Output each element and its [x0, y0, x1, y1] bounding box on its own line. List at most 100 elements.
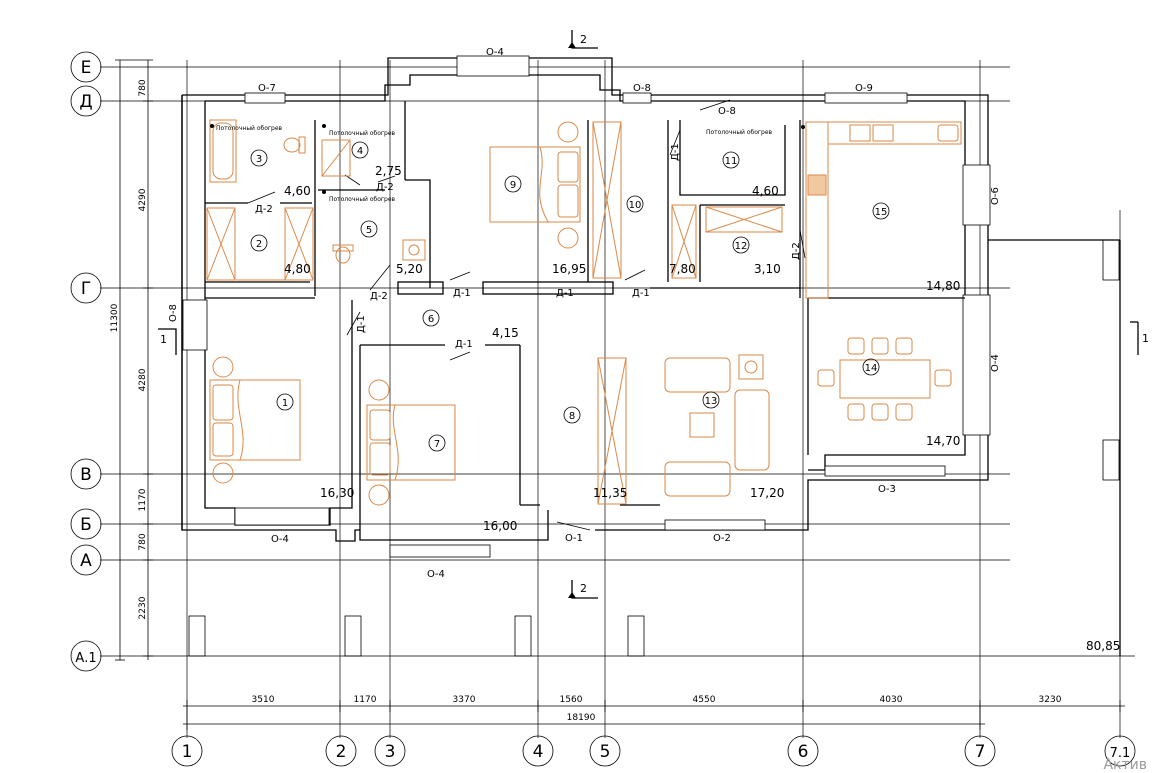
- axis-3: 3: [374, 735, 406, 767]
- svg-text:7: 7: [434, 439, 440, 450]
- svg-text:Д-2: Д-2: [791, 242, 802, 260]
- svg-text:1170: 1170: [354, 695, 377, 705]
- room-markers: 1 2 3 4 5 6 7 8 9 10 11 12 13 14 15: [250, 141, 890, 452]
- svg-text:18190: 18190: [567, 713, 596, 723]
- svg-text:1: 1: [182, 742, 193, 762]
- axis-2: 2: [325, 735, 357, 767]
- svg-text:4290: 4290: [138, 188, 148, 211]
- svg-text:13: 13: [705, 396, 718, 407]
- svg-text:О-6: О-6: [990, 187, 1001, 205]
- svg-text:О-2: О-2: [713, 533, 731, 544]
- area-room-5: 5,20: [396, 262, 423, 276]
- area-room-1: 16,30: [320, 486, 354, 500]
- svg-text:4: 4: [357, 146, 363, 157]
- axis-6: 6: [787, 735, 819, 767]
- axis-V: В: [70, 458, 102, 490]
- svg-text:6: 6: [798, 742, 809, 762]
- svg-text:11300: 11300: [110, 303, 120, 332]
- svg-text:О-8: О-8: [718, 106, 736, 117]
- room-15-marker: 15: [872, 202, 890, 220]
- area-room-2: 4,80: [284, 262, 311, 276]
- area-room-15: 14,80: [926, 279, 960, 293]
- svg-text:О-4: О-4: [990, 354, 1001, 372]
- door-swings: [247, 99, 806, 531]
- svg-text:2: 2: [256, 239, 262, 250]
- svg-text:2: 2: [580, 33, 587, 46]
- total-area: 80,85: [1086, 639, 1120, 653]
- area-room-13: 17,20: [750, 486, 784, 500]
- axis-A: А: [70, 544, 102, 576]
- room-5-marker: 5: [360, 220, 378, 238]
- area-room-6: 4,15: [492, 326, 519, 340]
- svg-text:О-8: О-8: [168, 304, 179, 322]
- svg-text:3: 3: [385, 742, 396, 762]
- room-9-marker: 9: [504, 175, 522, 193]
- svg-text:4: 4: [533, 742, 544, 762]
- svg-text:3230: 3230: [1039, 695, 1062, 705]
- furniture: [206, 119, 962, 506]
- svg-text:2: 2: [580, 582, 587, 595]
- room-areas: 16,30 4,80 4,60 2,75 5,20 4,15 16,00 11,…: [284, 164, 1120, 653]
- room-1-marker: 1: [276, 393, 294, 411]
- svg-text:5: 5: [600, 742, 611, 762]
- svg-text:3370: 3370: [453, 695, 476, 705]
- svg-text:Д-1: Д-1: [356, 315, 367, 333]
- axis-5: 5: [589, 735, 621, 767]
- area-room-8: 11,35: [593, 486, 627, 500]
- svg-text:7: 7: [975, 742, 986, 762]
- svg-text:Потолочный обогрев: Потолочный обогрев: [329, 130, 396, 137]
- room-6-marker: 6: [422, 309, 440, 327]
- room-8-marker: 8: [563, 406, 581, 424]
- svg-text:1170: 1170: [138, 488, 148, 511]
- svg-text:О-4: О-4: [486, 47, 504, 58]
- svg-text:1: 1: [1142, 332, 1149, 345]
- svg-text:6: 6: [428, 314, 434, 325]
- svg-text:4550: 4550: [693, 695, 716, 705]
- svg-text:О-9: О-9: [855, 83, 873, 94]
- svg-text:Потолочный обогрев: Потолочный обогрев: [329, 196, 396, 203]
- ceiling-heater-labels: Потолочный обогрев Потолочный обогрев По…: [210, 124, 805, 203]
- svg-text:Г: Г: [81, 279, 91, 299]
- svg-text:В: В: [80, 465, 92, 485]
- dimension-bottom: 3510 1170 3370 1560 4550 4030 3230 18190: [183, 695, 1125, 730]
- svg-text:11: 11: [725, 156, 738, 167]
- svg-text:О-3: О-3: [878, 484, 896, 495]
- room-13-marker: 13: [702, 391, 720, 409]
- svg-text:Д: Д: [79, 92, 92, 112]
- axis-number-bubbles: 1 2 3 4 5 6 7 7.1: [171, 735, 1136, 767]
- axis-7-1: 7.1: [1104, 735, 1136, 767]
- svg-text:12: 12: [735, 241, 748, 252]
- interior-walls: [205, 101, 965, 541]
- svg-text:А.1: А.1: [75, 651, 96, 666]
- room-14-marker: 14: [862, 358, 880, 376]
- axis-D: Д: [70, 85, 102, 117]
- svg-text:4280: 4280: [138, 368, 148, 391]
- room-3-marker: 3: [250, 149, 268, 167]
- svg-text:10: 10: [629, 200, 642, 211]
- axis-B: Б: [70, 508, 102, 540]
- svg-text:Д-1: Д-1: [455, 339, 473, 350]
- svg-text:Д-1: Д-1: [556, 288, 574, 299]
- room-2-marker: 2: [250, 234, 268, 252]
- room-12-marker: 12: [732, 236, 750, 254]
- section-marks: 2 2 1 1: [158, 30, 1149, 599]
- svg-text:9: 9: [510, 180, 516, 191]
- axis-G: Г: [70, 272, 102, 304]
- area-room-10: 7,80: [669, 262, 696, 276]
- outer-walls: [181, 55, 1121, 657]
- svg-text:2230: 2230: [138, 596, 148, 619]
- area-room-14: 14,70: [926, 434, 960, 448]
- area-room-12: 3,10: [754, 262, 781, 276]
- room-11-marker: 11: [722, 151, 740, 169]
- svg-text:7.1: 7.1: [1110, 746, 1131, 761]
- window-labels: О-7 О-4 О-8 О-8 О-9 О-6 О-8 О-4 О-3 О-4 …: [168, 47, 1001, 580]
- svg-text:Потолочный обогрев: Потолочный обогрев: [706, 129, 773, 136]
- area-room-11: 4,60: [752, 184, 779, 198]
- area-room-4: 2,75: [375, 164, 402, 178]
- svg-text:15: 15: [875, 207, 888, 218]
- svg-text:О-4: О-4: [271, 534, 289, 545]
- watermark-text: Актив: [1103, 757, 1147, 773]
- svg-text:3510: 3510: [252, 695, 275, 705]
- svg-text:780: 780: [138, 533, 148, 550]
